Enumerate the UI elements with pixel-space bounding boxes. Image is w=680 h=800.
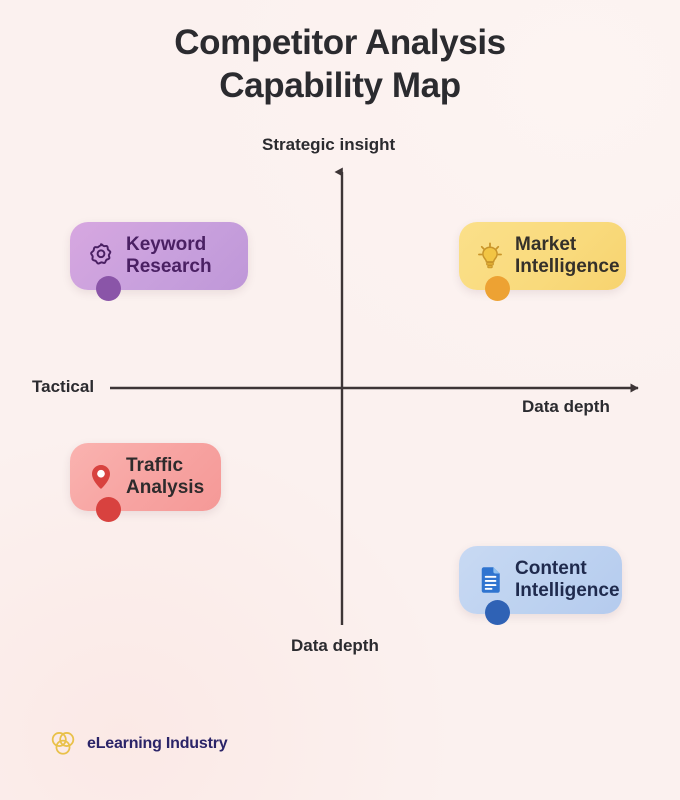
brand-logo[interactable]: eLearning Industry bbox=[48, 729, 228, 759]
axis-label-right: Data depth bbox=[522, 397, 610, 416]
quadrant-card-dot bbox=[96, 276, 121, 302]
quadrant-card-dot bbox=[485, 276, 510, 302]
page-title: Competitor Analysis Capability Map bbox=[0, 22, 680, 107]
quadrant-card-label: Content Intelligence bbox=[515, 558, 620, 602]
quadrant-card-dot bbox=[96, 497, 121, 523]
three-rings-logo-icon bbox=[51, 732, 75, 755]
map-pin-icon bbox=[92, 465, 110, 489]
axis-label-bottom: Data depth bbox=[291, 636, 379, 655]
page-title-line-1: Competitor Analysis bbox=[174, 23, 506, 62]
brand-name: eLearning Industry bbox=[87, 735, 228, 752]
quadrant-card-content-intelligence[interactable]: Content Intelligence bbox=[459, 546, 622, 626]
quadrant-card-keyword-research[interactable]: Keyword Research bbox=[70, 222, 248, 302]
axis-label-top: Strategic insight bbox=[262, 135, 396, 154]
quadrant-card-label: Keyword Research bbox=[126, 234, 212, 278]
quadrant-card-label: Traffic Analysis bbox=[126, 455, 205, 499]
gear-icon bbox=[90, 243, 112, 265]
quadrant-card-market-intelligence[interactable]: Market Intelligence bbox=[459, 222, 626, 302]
quadrant-card-traffic-analysis[interactable]: Traffic Analysis bbox=[70, 443, 221, 523]
lightbulb-icon bbox=[478, 242, 502, 269]
document-icon bbox=[481, 567, 500, 593]
quadrant-card-dot bbox=[485, 600, 510, 626]
axis-label-left: Tactical bbox=[32, 377, 95, 396]
quadrant-card-label: Market Intelligence bbox=[515, 234, 620, 278]
page-title-line-2: Capability Map bbox=[219, 65, 461, 105]
